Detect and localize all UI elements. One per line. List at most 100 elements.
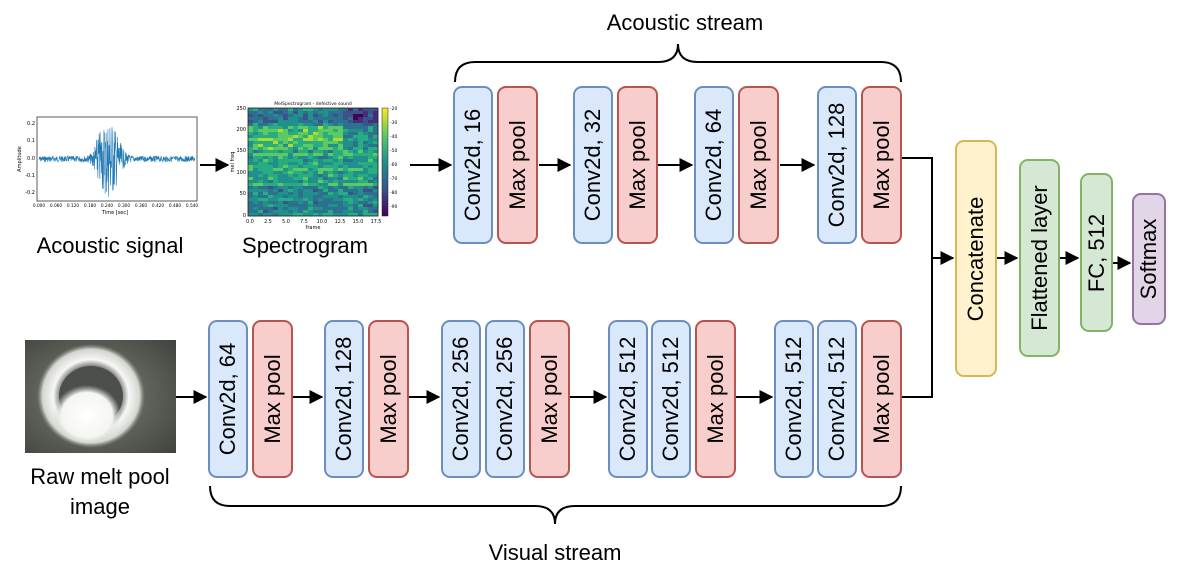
- spectrogram-cell: [313, 117, 319, 121]
- spectrogram-cell: [248, 132, 254, 136]
- spectrogram-cell: [338, 213, 344, 217]
- spectrogram-cell: [328, 144, 334, 148]
- spectrogram-cell: [278, 162, 284, 166]
- spectrogram-cell: [328, 141, 334, 145]
- spectrogram-cell: [288, 186, 294, 190]
- spectrogram-cell: [363, 168, 369, 172]
- spectrogram-cell: [253, 207, 259, 211]
- visual-stream-brace: [209, 485, 902, 525]
- spectrogram-cell: [343, 174, 349, 178]
- spectrogram-cell: [253, 165, 259, 169]
- spectrogram-cell: [338, 132, 344, 136]
- spectrogram-cell: [318, 117, 324, 121]
- spectrogram-cell: [253, 144, 259, 148]
- spectrogram-cell: [248, 204, 254, 208]
- spectrogram-cell: [318, 201, 324, 205]
- spectrogram-cell: [348, 189, 354, 193]
- spectrogram-cell: [278, 195, 284, 199]
- spectrogram-cell: [333, 150, 339, 154]
- spectrogram-cell: [293, 210, 299, 214]
- spectrogram-cell: [303, 183, 309, 187]
- spectrogram-cell: [253, 147, 259, 151]
- spectrogram-cell: [328, 117, 334, 121]
- spectrogram-cell: [343, 138, 349, 142]
- spectrogram-cell: [318, 213, 324, 217]
- spectrogram-cell: [283, 141, 289, 145]
- spectrogram-cell: [338, 150, 344, 154]
- spectrogram-cell: [283, 123, 289, 127]
- spectrogram-cell: [298, 147, 304, 151]
- spectrogram-cell: [308, 189, 314, 193]
- spectrogram-cell: [273, 135, 279, 139]
- spectrogram-cell: [358, 156, 364, 160]
- spectrogram-cell: [323, 168, 329, 172]
- spectrogram-cell: [348, 114, 354, 118]
- spectrogram-cell: [268, 177, 274, 181]
- spectrogram-cell: [353, 147, 359, 151]
- spectrogram-cell: [278, 177, 284, 181]
- spectrogram-cell: [323, 192, 329, 196]
- spectrogram-cell: [298, 168, 304, 172]
- spectrogram-cell: [338, 201, 344, 205]
- spectrogram-cell: [328, 150, 334, 154]
- spectrogram-cell: [273, 201, 279, 205]
- spectrogram-cell: [273, 165, 279, 169]
- spectrogram-cell: [288, 168, 294, 172]
- spectrogram-cell: [368, 186, 374, 190]
- spectrogram-cell: [363, 120, 369, 124]
- spectrogram-cell: [313, 210, 319, 214]
- spectrogram-cell: [343, 144, 349, 148]
- signal-xtick: 0.000: [33, 203, 46, 209]
- spectrogram-cell: [273, 210, 279, 214]
- spectrogram-cell: [298, 159, 304, 163]
- spectrogram-cell: [298, 129, 304, 133]
- spectrogram-cell: [313, 141, 319, 145]
- spectrogram-cell: [363, 111, 369, 115]
- signal-xtick: 0.060: [50, 203, 63, 209]
- spectrogram-cell: [308, 186, 314, 190]
- spectrogram-cell: [298, 180, 304, 184]
- spectrogram-cell: [268, 108, 274, 112]
- spectrogram-cell: [263, 117, 269, 121]
- signal-ylabel: Amplitude: [17, 146, 23, 172]
- spectrogram-cell: [368, 189, 374, 193]
- spectrogram-cell: [358, 177, 364, 181]
- spectrogram-cell: [293, 138, 299, 142]
- spectrogram-cell: [298, 126, 304, 130]
- spectrogram-cell: [348, 156, 354, 160]
- spectrogram-cell: [313, 126, 319, 130]
- spectrogram-cell: [368, 162, 374, 166]
- spectrogram-cell: [253, 162, 259, 166]
- spectrogram-cell: [338, 141, 344, 145]
- spectrogram-cell: [278, 150, 284, 154]
- spectrogram-cell: [373, 168, 379, 172]
- spectrogram-cell: [263, 168, 269, 172]
- spectrogram-cell: [268, 195, 274, 199]
- spectrogram-cell: [348, 171, 354, 175]
- spectrogram-cell: [318, 129, 324, 133]
- spectrogram-cell: [248, 183, 254, 187]
- spectrogram-cell: [333, 189, 339, 193]
- spectrogram-cell: [308, 153, 314, 157]
- spectrogram-cell: [323, 147, 329, 151]
- spectrogram-cell: [313, 207, 319, 211]
- spectrogram-cell: [318, 138, 324, 142]
- spectrogram-cell: [368, 156, 374, 160]
- spectrogram-cell: [368, 180, 374, 184]
- spectrogram-cell: [338, 135, 344, 139]
- spectrogram-cell: [278, 165, 284, 169]
- spectrogram-cell: [258, 165, 264, 169]
- spectrogram-cell: [268, 144, 274, 148]
- spectrogram-cell: [343, 135, 349, 139]
- spectrogram-cell: [253, 186, 259, 190]
- spectrogram-cell: [313, 156, 319, 160]
- signal-xtick: 0.300: [118, 203, 131, 209]
- spectrogram-cell: [358, 174, 364, 178]
- spectrogram-cell: [253, 114, 259, 118]
- spectrogram-cell: [268, 186, 274, 190]
- spectrogram-cell: [283, 138, 289, 142]
- spectrogram-cell: [343, 177, 349, 181]
- spectrogram-cell: [248, 162, 254, 166]
- spectrogram-cell: [323, 183, 329, 187]
